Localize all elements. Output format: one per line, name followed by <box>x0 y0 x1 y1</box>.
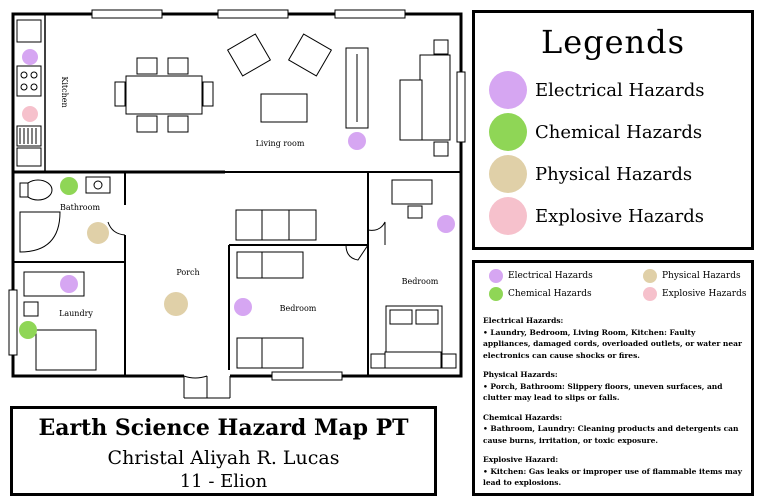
hazard-chemical-bathroom <box>60 177 78 195</box>
legend-panel: Legends Electrical Hazards Chemical Haza… <box>472 10 754 250</box>
physical-hazard-swatch <box>643 269 657 283</box>
physical-hazard-swatch <box>489 155 527 193</box>
room-label-porch: Porch <box>176 268 199 277</box>
hazard-chemical-laundry <box>19 321 37 339</box>
small-legend-label: Electrical Hazards <box>508 271 593 281</box>
note-heading: Explosive Hazard: <box>483 455 559 464</box>
small-legend-item: Chemical Hazards <box>489 287 592 301</box>
small-legend-label: Explosive Hazards <box>662 289 747 299</box>
room-label-living-room: Living room <box>256 139 305 148</box>
hazard-explosive-kitchen <box>22 106 38 122</box>
hazard-electrical-kitchen <box>22 49 38 65</box>
hazard-electrical-laundry <box>60 275 78 293</box>
room-label-bedroom-right: Bedroom <box>402 277 439 286</box>
hazard-physical-porch <box>164 292 188 316</box>
room-label-laundry: Laundry <box>59 309 93 318</box>
note-heading: Electrical Hazards: <box>483 316 564 325</box>
small-legend-item: Physical Hazards <box>643 269 741 283</box>
explosive-hazard-swatch <box>643 287 657 301</box>
hazard-electrical-living <box>348 132 366 150</box>
hazard-notes-panel: Electrical Hazards Physical Hazards Chem… <box>472 260 754 496</box>
legend-item-chemical: Chemical Hazards <box>489 113 702 151</box>
page-title: Earth Science Hazard Map PT <box>38 415 409 441</box>
small-legend-label: Chemical Hazards <box>508 289 592 299</box>
room-label-bedroom-center: Bedroom <box>280 304 317 313</box>
hazard-notes: Electrical Hazards: • Laundry, Bedroom, … <box>483 315 743 489</box>
legend-item-explosive: Explosive Hazards <box>489 197 704 235</box>
room-label-kitchen: Kitchen <box>60 76 69 107</box>
note-text: • Kitchen: Gas leaks or improper use of … <box>483 466 743 488</box>
room-label-bathroom: Bathroom <box>60 203 100 212</box>
title-box: Earth Science Hazard Map PT Christal Ali… <box>10 406 437 496</box>
legend-label: Chemical Hazards <box>535 121 703 143</box>
note-text: • Laundry, Bedroom, Living Room, Kitchen… <box>483 327 742 360</box>
note-text: • Porch, Bathroom: Slippery floors, unev… <box>483 381 723 403</box>
legend-item-physical: Physical Hazards <box>489 155 692 193</box>
hazard-electrical-bedroom <box>234 298 252 316</box>
section-name: 11 - Elion <box>179 471 268 492</box>
legend-item-electrical: Electrical Hazards <box>489 71 705 109</box>
floor-plan: Kitchen Living room Bathroom Porch Laund… <box>8 9 466 399</box>
legend-label: Electrical Hazards <box>535 79 705 101</box>
electrical-hazard-swatch <box>489 71 527 109</box>
legend-label: Physical Hazards <box>535 163 693 185</box>
chemical-hazard-swatch <box>489 287 503 301</box>
author-name: Christal Aliyah R. Lucas <box>107 447 340 469</box>
legend-label: Explosive Hazards <box>535 205 704 227</box>
note-heading: Physical Hazards: <box>483 370 558 379</box>
hazard-electrical-bedroom-right <box>437 215 455 233</box>
electrical-hazard-swatch <box>489 269 503 283</box>
note-heading: Chemical Hazards: <box>483 412 563 422</box>
chemical-hazard-swatch <box>489 113 527 151</box>
small-legend-item: Electrical Hazards <box>489 269 593 283</box>
small-legend-label: Physical Hazards <box>662 271 741 281</box>
hazard-physical-bathroom <box>87 222 109 244</box>
small-legend-item: Explosive Hazards <box>643 287 746 301</box>
explosive-hazard-swatch <box>489 197 527 235</box>
note-text: • Bathroom, Laundry: Cleaning products a… <box>483 424 739 445</box>
legend-title: Legends <box>540 23 686 61</box>
